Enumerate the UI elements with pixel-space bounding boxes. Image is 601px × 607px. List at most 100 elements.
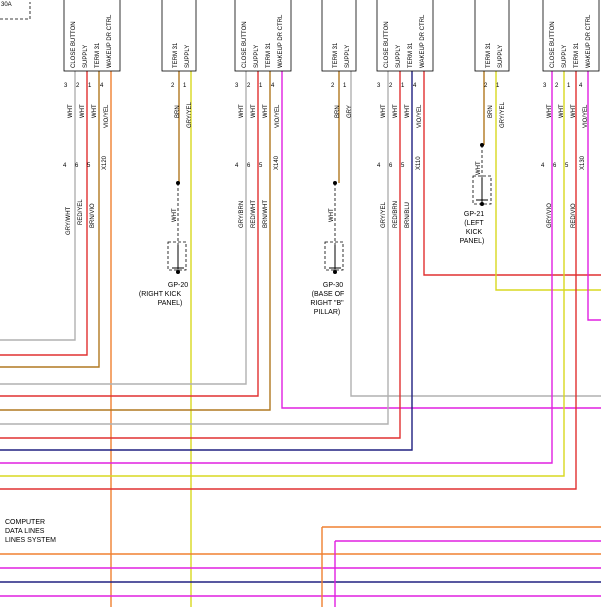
wire-color-label: WHT [547, 104, 553, 118]
pin-number: 4 [377, 163, 381, 169]
wire [0, 70, 413, 451]
wire-layer [0, 70, 601, 607]
pin-label: SUPPLY [498, 45, 504, 68]
pin-label: CLOSE BUTTON [242, 21, 248, 68]
inline-connectors: 4 6 5 X120 GRY/WHT RED/YEL BRN/VIO 4 6 5… [63, 155, 586, 235]
ground-label: RIGHT "B" [310, 300, 344, 307]
pin-number: 5 [87, 163, 91, 169]
pin-label: TERM 31 [408, 42, 414, 68]
pin-label: SUPPLY [396, 45, 402, 68]
wire [587, 70, 601, 321]
wire [0, 70, 271, 411]
pin-number: 5 [259, 163, 263, 169]
system-label-line: COMPUTER [5, 519, 45, 526]
wire-color-label: WHT [172, 208, 178, 222]
wire-color-label: RED/YEL [78, 199, 84, 225]
pin-number: 1 [567, 83, 571, 89]
pin-number: 4 [271, 83, 275, 89]
pin-label: WAKEUP DR CTRL [420, 14, 426, 68]
wire-color-label: RED/BRN [393, 201, 399, 228]
wire [423, 70, 601, 276]
pin-number: 1 [343, 83, 347, 89]
ground-label: (BASE OF [312, 291, 345, 298]
pin-number: 3 [543, 83, 547, 89]
pin-number: 2 [389, 83, 393, 89]
ground-label: PANEL) [158, 300, 183, 307]
wire-color-label: BRN/VIO [90, 203, 96, 228]
pin-label: CLOSE BUTTON [384, 21, 390, 68]
pin-label: TERM 31 [574, 42, 580, 68]
module-wire-labels: 3 2 1 4 WHT WHT WHT VIO/YEL 3 2 1 4 WHT … [64, 83, 589, 128]
top-left-fuse-box: 30A [0, 2, 31, 20]
wire-color-label: VIO/YEL [104, 104, 110, 128]
pin-number: 4 [413, 83, 417, 89]
system-label: COMPUTER DATA LINES LINES SYSTEM [5, 519, 56, 544]
pin-label: TERM 31 [95, 42, 101, 68]
term-connector-2: TERM 31 SUPPLY [321, 0, 357, 72]
pin-number: 1 [88, 83, 92, 89]
pin-number: 4 [63, 163, 67, 169]
pin-number: 1 [259, 83, 263, 89]
pin-label: SUPPLY [185, 45, 191, 68]
wire [0, 70, 259, 397]
module-boxes: CLOSE BUTTON SUPPLY TERM 31 WAKEUP DR CT… [63, 0, 600, 72]
wire-color-label: VIO/YEL [275, 104, 281, 128]
pin-number: 2 [555, 83, 559, 89]
pin-label: TERM 31 [333, 42, 339, 68]
wire-color-label: BRN/WHT [263, 200, 269, 228]
connector-id: X130 [580, 155, 586, 170]
term-connector-3: TERM 31 SUPPLY [474, 0, 510, 72]
ground-label: (LEFT [464, 220, 484, 227]
connector-x140: 4 6 5 X140 GRY/BRN RED/WHT BRN/WHT [235, 155, 280, 228]
wire [0, 70, 389, 425]
ground-label: GP-20 [168, 282, 188, 289]
connector-x110: 4 6 5 X110 GRY/YEL RED/BRN BRN/BLU [377, 156, 422, 228]
door-module-4: CLOSE BUTTON SUPPLY TERM 31 WAKEUP DR CT… [542, 0, 600, 72]
pin-number: 3 [64, 83, 68, 89]
pin-label: SUPPLY [562, 45, 568, 68]
wire-color-label: WHT [92, 104, 98, 118]
wire-color-label: WHT [239, 104, 245, 118]
wire [0, 70, 88, 356]
pin-label: SUPPLY [83, 45, 89, 68]
pin-number: 1 [183, 83, 187, 89]
ground-label: GP-21 [464, 211, 484, 218]
pin-number: 6 [75, 163, 79, 169]
wire-color-label: WHT [476, 161, 482, 175]
wire-color-label: RED/VIO [571, 203, 577, 228]
pin-number: 6 [247, 163, 251, 169]
wire-color-label: WHT [251, 104, 257, 118]
wire-color-label: BRN [175, 105, 181, 118]
wire-color-label: BRN [488, 105, 494, 118]
pin-number: 3 [377, 83, 381, 89]
wire [0, 70, 76, 341]
wire-color-label: WHT [571, 104, 577, 118]
pin-number: 4 [235, 163, 239, 169]
pin-number: 6 [553, 163, 557, 169]
wire [0, 70, 247, 385]
pin-number: 4 [100, 83, 104, 89]
ground-gp-20: WHT GP-20 (RIGHT KICK PANEL) [139, 181, 188, 307]
pin-number: 5 [401, 163, 405, 169]
wire [350, 70, 601, 397]
wire-color-label: WHT [263, 104, 269, 118]
connector-id: X110 [416, 156, 422, 170]
pin-number: 4 [541, 163, 545, 169]
pin-label: SUPPLY [254, 45, 260, 68]
ground-label: KICK [466, 229, 483, 236]
wire [0, 70, 553, 464]
wire-color-label: WHT [329, 208, 335, 222]
pin-number: 2 [76, 83, 80, 89]
connector-x130: 4 6 5 X130 GRY/VIO RED/VIO [541, 155, 586, 228]
pin-number: 2 [331, 83, 335, 89]
door-module-3: CLOSE BUTTON SUPPLY TERM 31 WAKEUP DR CT… [376, 0, 434, 72]
pin-label: TERM 31 [486, 42, 492, 68]
wire-color-label: BRN [335, 105, 341, 118]
ground-label: PILLAR) [314, 309, 340, 316]
wire-color-label: WHT [393, 104, 399, 118]
ground-label: (RIGHT KICK [139, 291, 182, 298]
wire-color-label: GRY/VIO [547, 203, 553, 228]
pin-label: WAKEUP DR CTRL [586, 14, 592, 68]
pin-label: WAKEUP DR CTRL [278, 14, 284, 68]
grounds: WHT GP-20 (RIGHT KICK PANEL) WHT GP-30 (… [139, 143, 492, 316]
